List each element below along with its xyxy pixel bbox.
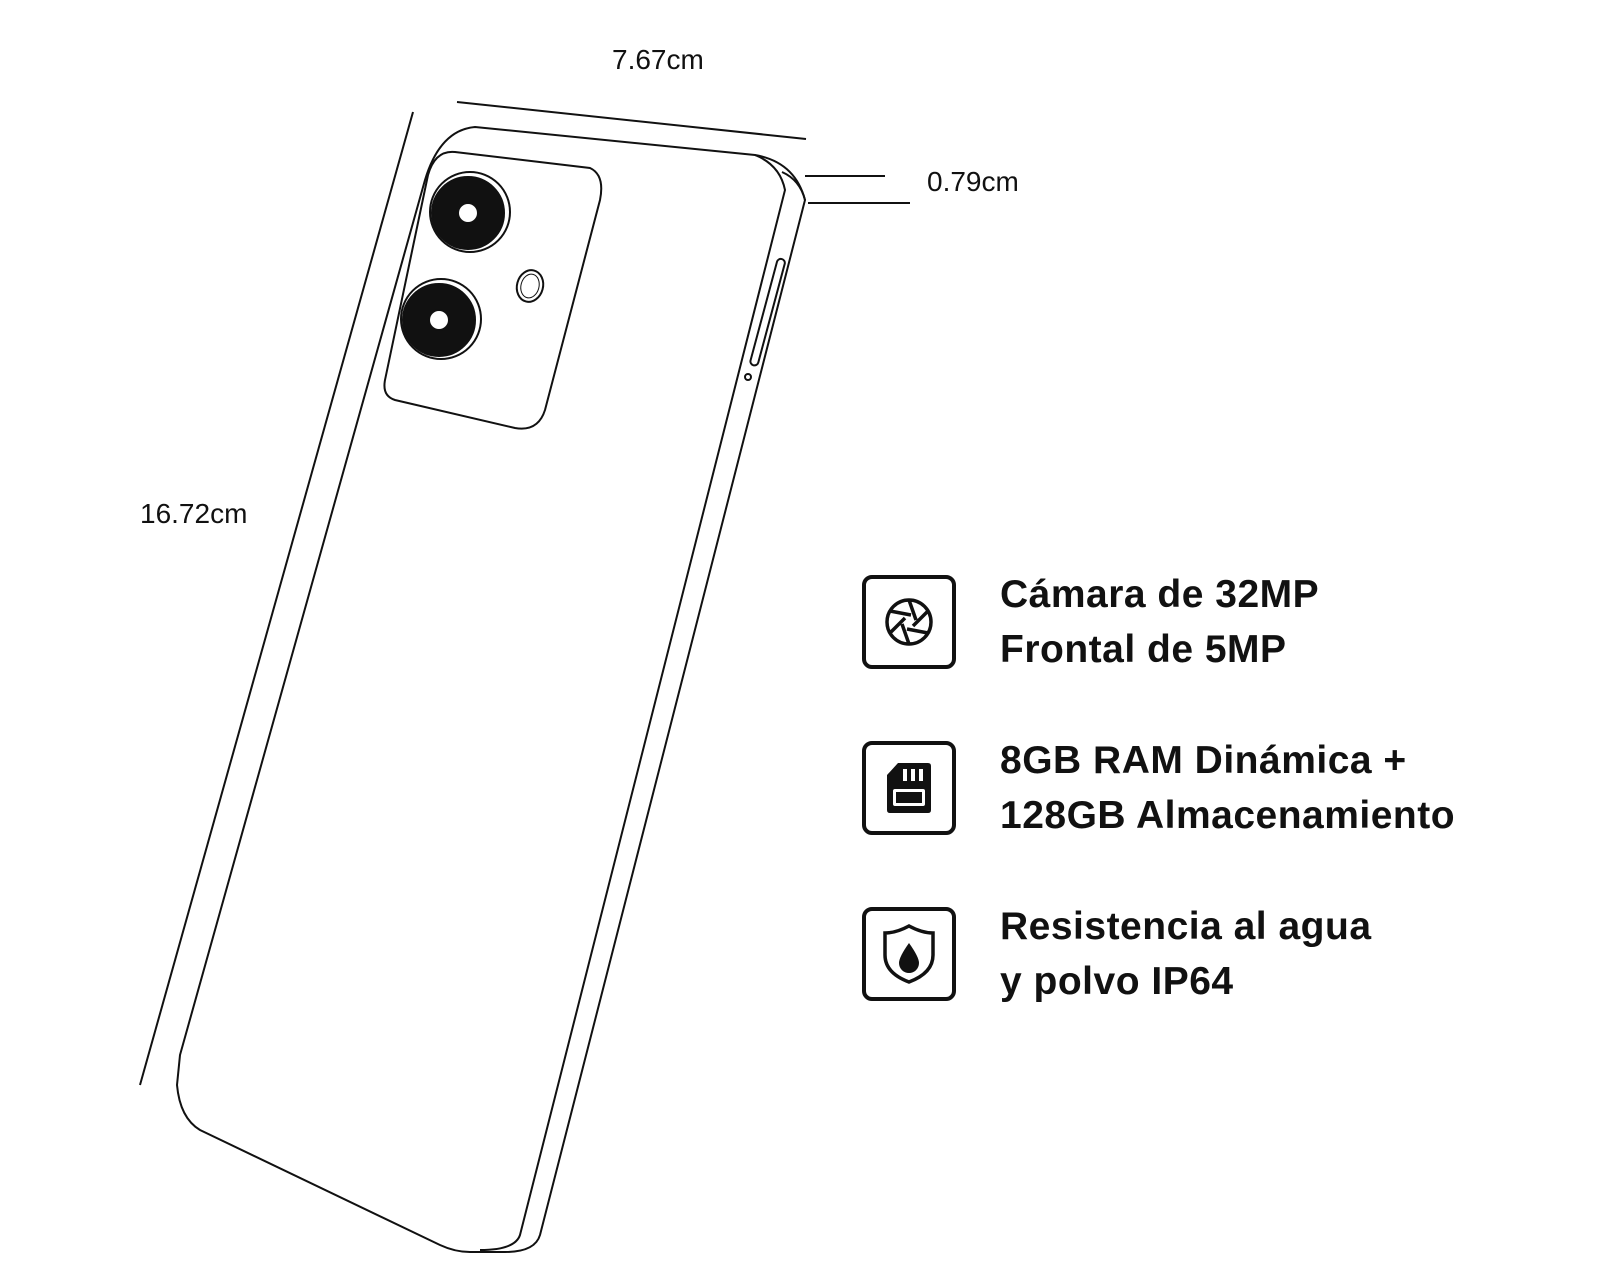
sd-card-icon — [862, 741, 956, 835]
water-shield-icon — [862, 907, 956, 1001]
width-label: 7.67cm — [612, 44, 704, 75]
feature-memory: 8GB RAM Dinámica + 128GB Almacenamiento — [862, 733, 1455, 843]
feature-line: Resistencia al agua — [1000, 905, 1372, 948]
feature-line: y polvo IP64 — [1000, 960, 1234, 1003]
secondary-lens — [400, 278, 482, 360]
feature-line: Cámara de 32MP — [1000, 573, 1320, 616]
side-button — [749, 257, 786, 367]
feature-line: Frontal de 5MP — [1000, 628, 1287, 671]
feature-camera: Cámara de 32MP Frontal de 5MP — [862, 567, 1319, 677]
thickness-label: 0.79cm — [927, 166, 1019, 197]
main-lens — [429, 171, 511, 253]
height-dimension-line — [139, 111, 414, 1086]
side-hole — [744, 373, 752, 381]
width-dimension-line — [456, 101, 807, 140]
height-label: 16.72cm — [140, 498, 248, 529]
feature-water-resistance: Resistencia al agua y polvo IP64 — [862, 899, 1372, 1009]
feature-line: 128GB Almacenamiento — [1000, 794, 1456, 837]
phone-body — [175, 125, 807, 1253]
side-edge — [781, 171, 806, 201]
flash — [515, 269, 545, 303]
camera-module — [383, 150, 603, 430]
feature-line: 8GB RAM Dinámica + — [1000, 739, 1407, 782]
back-panel-edge — [479, 154, 787, 1251]
camera-aperture-icon — [862, 575, 956, 669]
